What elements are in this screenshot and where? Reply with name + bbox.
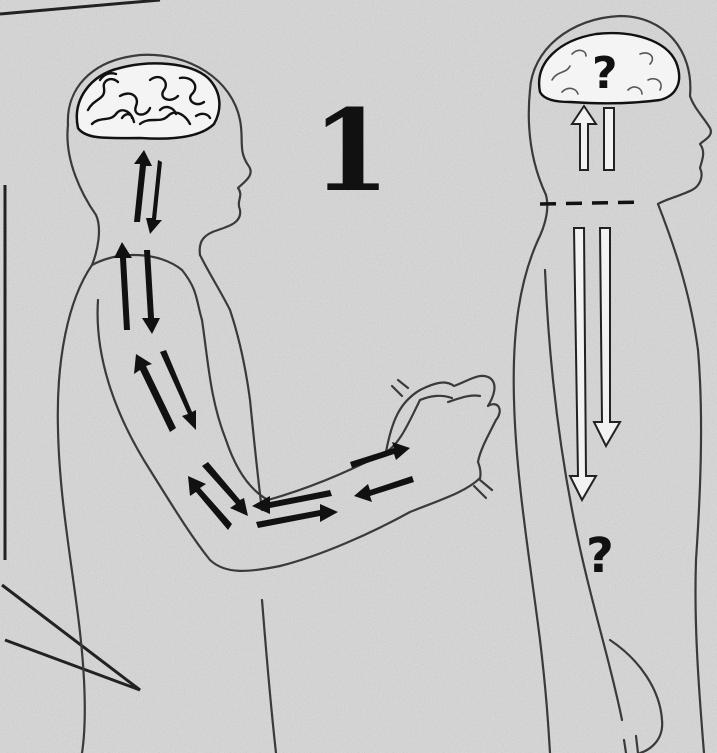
brain-question-mark: ? [592, 48, 618, 99]
figure-number: 1 [312, 86, 390, 217]
body-question-mark: ? [586, 528, 614, 584]
